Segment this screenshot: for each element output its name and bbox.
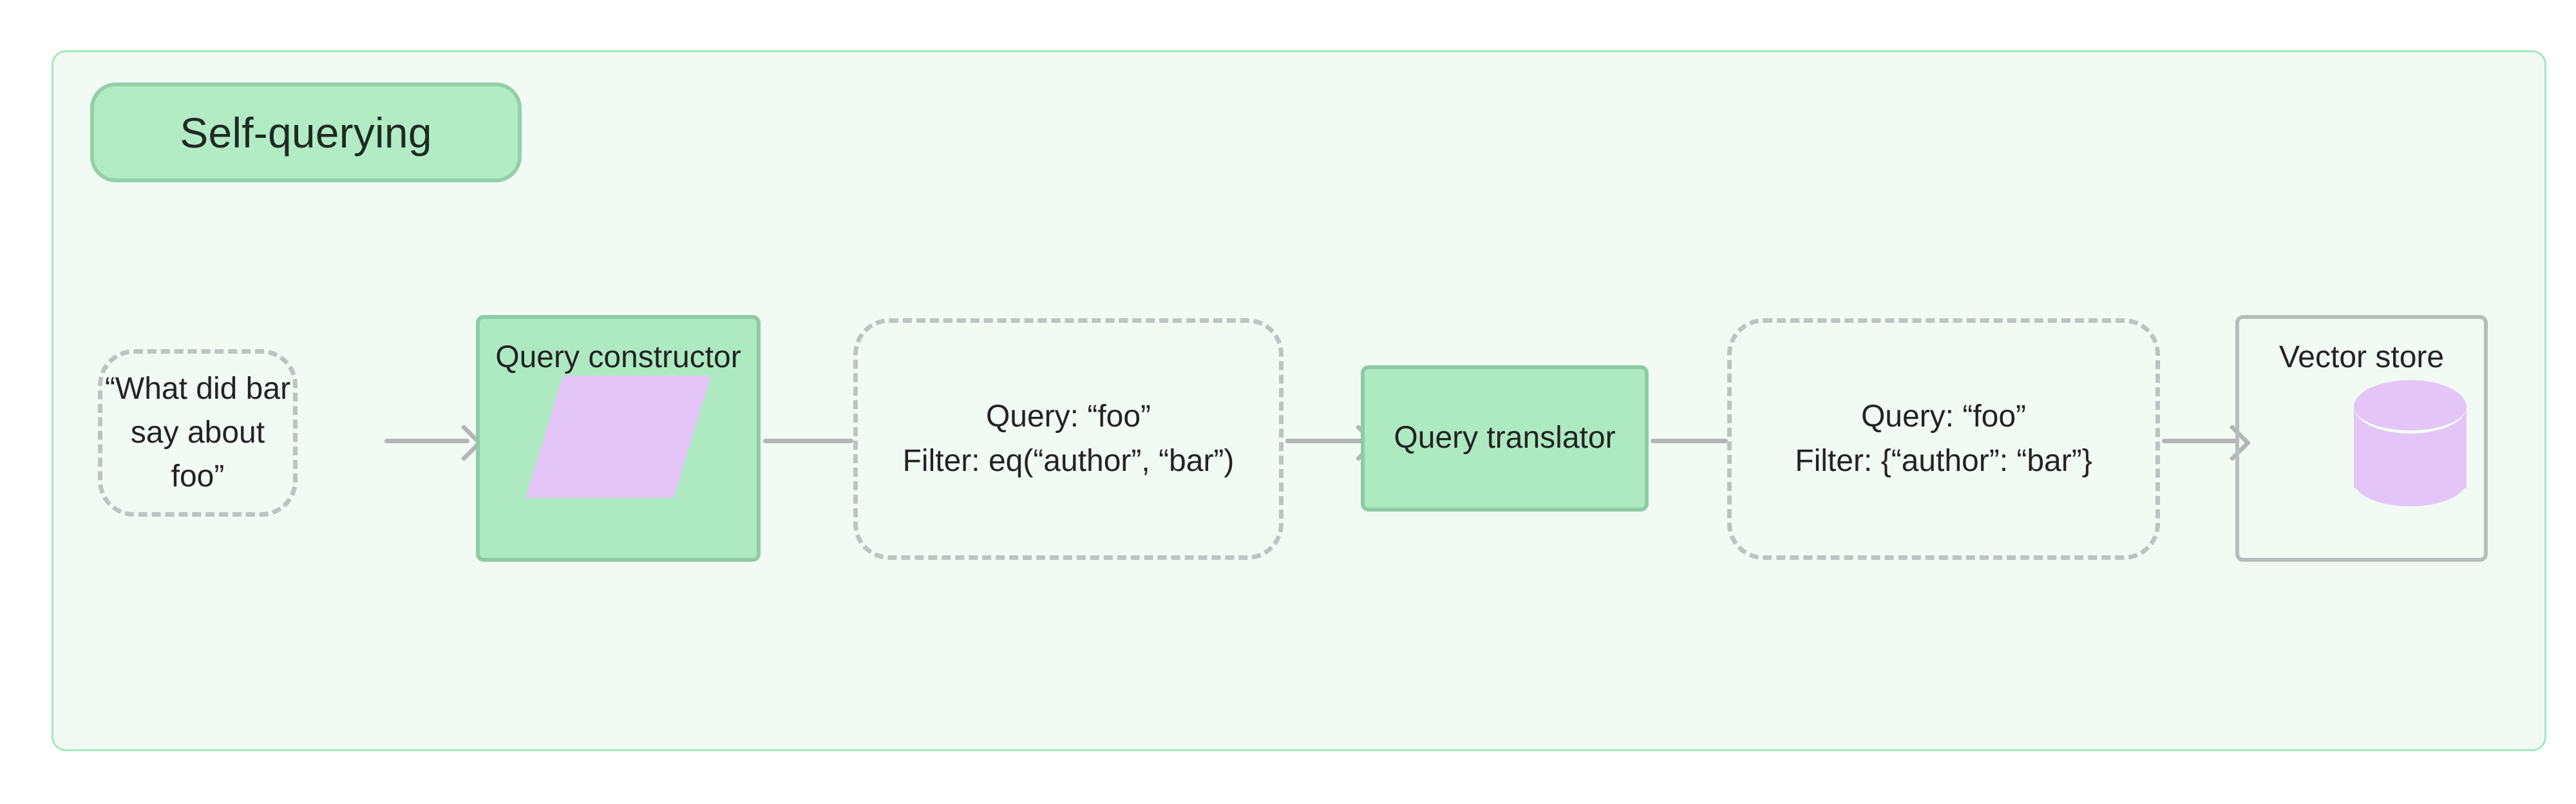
node-structured-query-label: Query: “foo” Filter: eq(“author”, “bar”) (902, 399, 1235, 478)
node-query-constructor-label: Query constructor (495, 340, 741, 374)
edge-query-constructor-to-structured-query (763, 439, 853, 443)
subgraph-title-badge: Self-querying (90, 82, 522, 182)
node-translated-query-label: Query: “foo” Filter: {“author”: “bar”} (1795, 399, 2092, 478)
edge-structured-query-to-query-translator (1285, 439, 1364, 443)
edge-user-question-to-query-constructor (384, 439, 469, 443)
node-structured-query[interactable]: Query: “foo” Filter: eq(“author”, “bar”) (853, 318, 1283, 560)
node-query-translator[interactable]: Query translator (1361, 365, 1649, 512)
database-cylinder-icon (2354, 380, 2467, 509)
node-vector-store-label: Vector store (2278, 340, 2445, 374)
edge-query-translator-to-translated-query (1651, 439, 1728, 443)
edge-translated-query-to-vector-store (2162, 439, 2239, 443)
node-translated-query[interactable]: Query: “foo” Filter: {“author”: “bar”} (1727, 318, 2160, 560)
node-user-question[interactable]: “What did bar say about foo” (98, 349, 298, 517)
cylinder-top-ellipse (2354, 380, 2467, 434)
node-user-question-label: “What did bar say about foo” (104, 371, 291, 494)
subgraph-title-label: Self-querying (180, 108, 432, 157)
cylinder-bottom-ellipse (2354, 456, 2467, 506)
node-query-translator-label: Query translator (1394, 421, 1616, 455)
